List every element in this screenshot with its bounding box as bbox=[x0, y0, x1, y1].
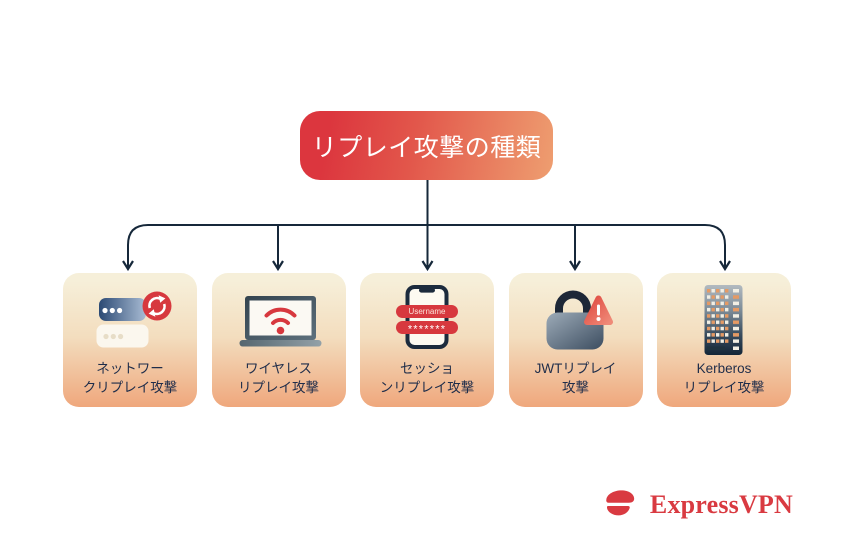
laptop-wifi-icon bbox=[239, 296, 321, 347]
card-label: Kerberos リプレイ攻撃 bbox=[683, 360, 765, 396]
lock-warning-icon bbox=[546, 290, 613, 350]
phone-credentials-icon: Username ******* bbox=[396, 285, 458, 349]
card-jwt-replay: JWTリプレイ 攻撃 bbox=[508, 273, 643, 407]
card-label: セッショ ンリプレイ攻撃 bbox=[379, 360, 475, 396]
card-kerberos-replay: Kerberos リプレイ攻撃 bbox=[657, 273, 791, 407]
brand-logo: ExpressVPN bbox=[603, 486, 793, 524]
expressvpn-logo-icon bbox=[606, 490, 635, 516]
card-label: ワイヤレス リプレイ攻撃 bbox=[238, 360, 319, 396]
card-label: ネットワー クリプレイ攻撃 bbox=[82, 360, 178, 396]
card-wireless-replay: ワイヤレス リプレイ攻撃 bbox=[211, 273, 346, 407]
card-network-replay: ネットワー クリプレイ攻撃 bbox=[63, 273, 197, 407]
title-text: リプレイ攻撃の種類 bbox=[311, 133, 542, 162]
card-session-replay: Username ******* セッショ ンリプレイ攻撃 bbox=[360, 273, 494, 407]
router-sync-icon bbox=[96, 291, 172, 348]
attack-cards: ネットワー クリプレイ攻撃 bbox=[63, 273, 791, 407]
server-rack-icon bbox=[704, 285, 743, 355]
card-label: JWTリプレイ 攻撃 bbox=[534, 360, 617, 396]
expressvpn-wordmark: ExpressVPN bbox=[649, 490, 793, 519]
svg-text:*******: ******* bbox=[408, 324, 446, 336]
svg-text:Username: Username bbox=[409, 307, 446, 316]
title-box: リプレイ攻撃の種類 bbox=[300, 111, 553, 180]
